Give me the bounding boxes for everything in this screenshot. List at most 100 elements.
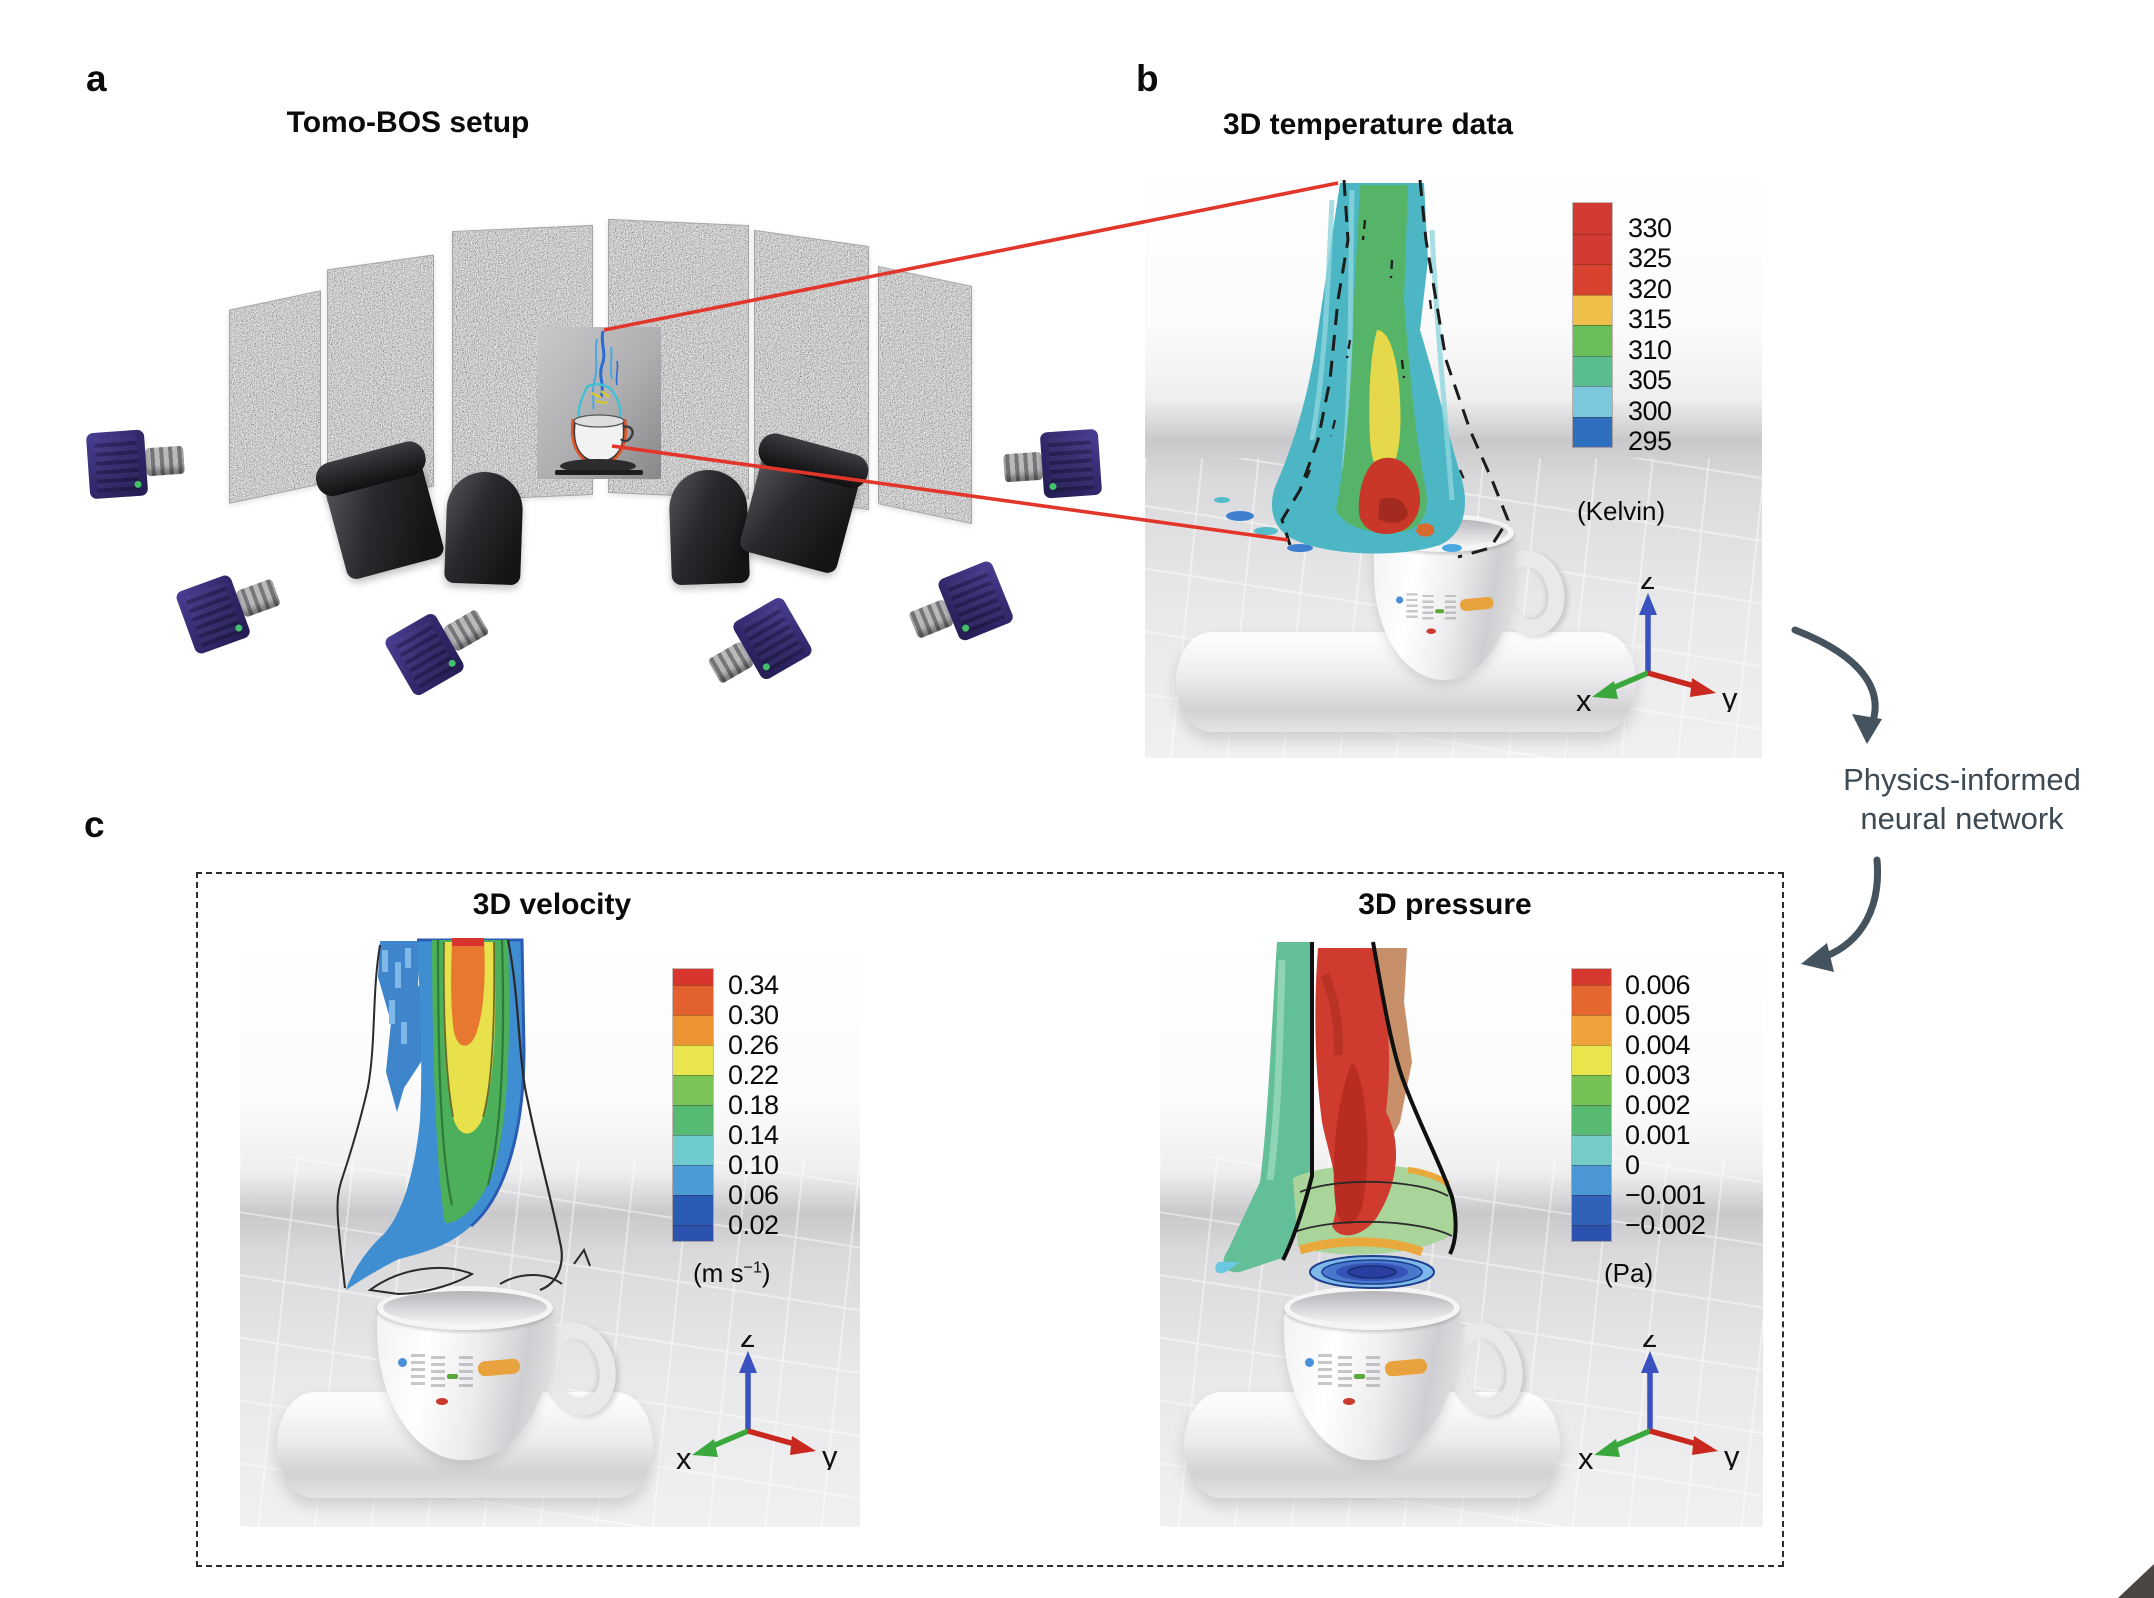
colorbar-tick-label: −0.001 [1625, 1180, 1706, 1210]
cup-logo-marks [1396, 590, 1495, 636]
panel-b-letter: b [1136, 58, 1159, 99]
curved-arrow-to-pinn [1791, 626, 1882, 744]
colorbar-segment [1572, 1015, 1611, 1045]
pinn-line2: neural network [1860, 801, 2064, 836]
cup-rim [1374, 514, 1514, 552]
colorbar-tick-label: 0.02 [728, 1210, 779, 1240]
colorbar-segment [1572, 1135, 1611, 1165]
colorbar-tick-label: 0.001 [1625, 1120, 1691, 1150]
colorbar-segment [1573, 325, 1612, 356]
panel-c-letter: c [84, 804, 105, 845]
camera-led [761, 662, 772, 672]
camera-led [134, 480, 142, 489]
camera-body [174, 573, 252, 656]
colorbar-segment [1573, 386, 1612, 417]
unit-close: ) [761, 1258, 771, 1288]
colorbar-tick-label: 0 [1625, 1150, 1640, 1180]
colorbar-tick-label: 0.26 [728, 1030, 779, 1060]
unit-sup: −1 [743, 1258, 762, 1277]
colorbar-segment [1572, 1075, 1611, 1105]
colorbar-tick-label: 0.18 [728, 1090, 779, 1120]
camera-led [234, 623, 244, 633]
camera-body [936, 559, 1015, 643]
bos-camera-6 [1002, 428, 1103, 502]
velocity-unit: (m s−1) [693, 1258, 771, 1289]
camera-lens [1003, 451, 1044, 483]
page-corner-wedge [2118, 1564, 2154, 1598]
led-spotlight-3 [668, 468, 750, 586]
colorbar-segment [1572, 1225, 1611, 1241]
colorbar-segment [673, 1195, 713, 1225]
colorbar-segment [1573, 355, 1612, 386]
camera-led [447, 658, 457, 669]
colorbar-segment [1573, 294, 1612, 325]
panel-a-title: Tomo-BOS setup [286, 106, 530, 139]
colorbar-tick-label: 0.10 [728, 1150, 779, 1180]
colorbar-tick-label: 0.22 [728, 1060, 779, 1090]
velocity-title: 3D velocity [472, 888, 632, 921]
camera-led [961, 623, 971, 633]
camera-body [1039, 428, 1103, 499]
panel-a-letter: a [86, 58, 107, 99]
colorbar-segment [1573, 233, 1612, 264]
led-spotlight-2 [444, 470, 524, 586]
cup-rim [1284, 1286, 1460, 1330]
pressure-unit: (Pa) [1604, 1258, 1654, 1288]
pinn-label: Physics-informed neural network [1782, 760, 2142, 838]
colorbar-tick-label: 0.006 [1625, 970, 1691, 1000]
colorbar-tick-label: 300 [1628, 395, 1672, 426]
colorbar-segment [1573, 416, 1612, 447]
colorbar-segment [673, 969, 713, 985]
cup-rim [377, 1286, 553, 1330]
colorbar-segment [673, 1135, 713, 1165]
bos-camera-5 [901, 559, 1015, 656]
colorbar-segment [1572, 985, 1611, 1015]
colorbar-segment [673, 985, 713, 1015]
colorbar-segment [1572, 1165, 1611, 1195]
bos-camera-3 [382, 592, 499, 698]
pinn-line1: Physics-informed [1843, 762, 2081, 797]
colorbar-tick-label: 0.004 [1625, 1030, 1691, 1060]
colorbar-segment [1572, 969, 1611, 985]
colorbar-tick-label: 295 [1628, 426, 1672, 456]
colorbar-tick-label: 310 [1628, 334, 1672, 365]
camera-led [1049, 482, 1057, 491]
speckle-panel-6 [878, 266, 972, 524]
colorbar-tick-label: 0.005 [1625, 1000, 1691, 1030]
curved-arrow-to-outputs [1801, 856, 1882, 972]
colorbar-tick-label: 0.06 [728, 1180, 779, 1210]
colorbar-tick-label: 305 [1628, 365, 1672, 395]
unit-open: (m s [693, 1258, 744, 1288]
colorbar-segment [673, 1075, 713, 1105]
temperature-unit: (Kelvin) [1577, 496, 1666, 526]
speckle-panel-1 [229, 290, 321, 504]
colorbar-tick-label: 325 [1628, 243, 1672, 273]
colorbar-tick-label: 0.30 [728, 1000, 779, 1030]
bos-camera-2 [174, 561, 288, 656]
colorbar-tick-label: 315 [1628, 304, 1672, 334]
speckle-panel-4 [608, 218, 749, 500]
panel-b-title: 3D temperature data [1222, 108, 1514, 141]
camera-lens [144, 445, 185, 477]
pressure-title: 3D pressure [1358, 888, 1532, 921]
bos-camera-4 [698, 595, 815, 700]
speckle-panel-2 [327, 254, 434, 502]
colorbar-segment [1572, 1195, 1611, 1225]
colorbar-segment [1572, 1105, 1611, 1135]
colorbar-segment [673, 1225, 713, 1241]
colorbar-tick-label: 0.003 [1625, 1060, 1691, 1090]
pinn-output-box [196, 872, 1784, 1567]
bos-camera-1 [85, 427, 186, 500]
colorbar-tick-label: 320 [1628, 273, 1672, 304]
colorbar-segment [673, 1105, 713, 1135]
speckle-panel-3 [452, 224, 593, 502]
colorbar-segment [673, 1165, 713, 1195]
colorbar-segment [673, 1015, 713, 1045]
colorbar-tick-label: 0.34 [728, 970, 779, 1000]
colorbar-tick-label: 0.14 [728, 1120, 779, 1150]
colorbar-segment [1573, 203, 1612, 234]
colorbar-segment [673, 1045, 713, 1075]
colorbar-segment [1572, 1045, 1611, 1075]
colorbar-tick-label: 330 [1628, 212, 1672, 243]
